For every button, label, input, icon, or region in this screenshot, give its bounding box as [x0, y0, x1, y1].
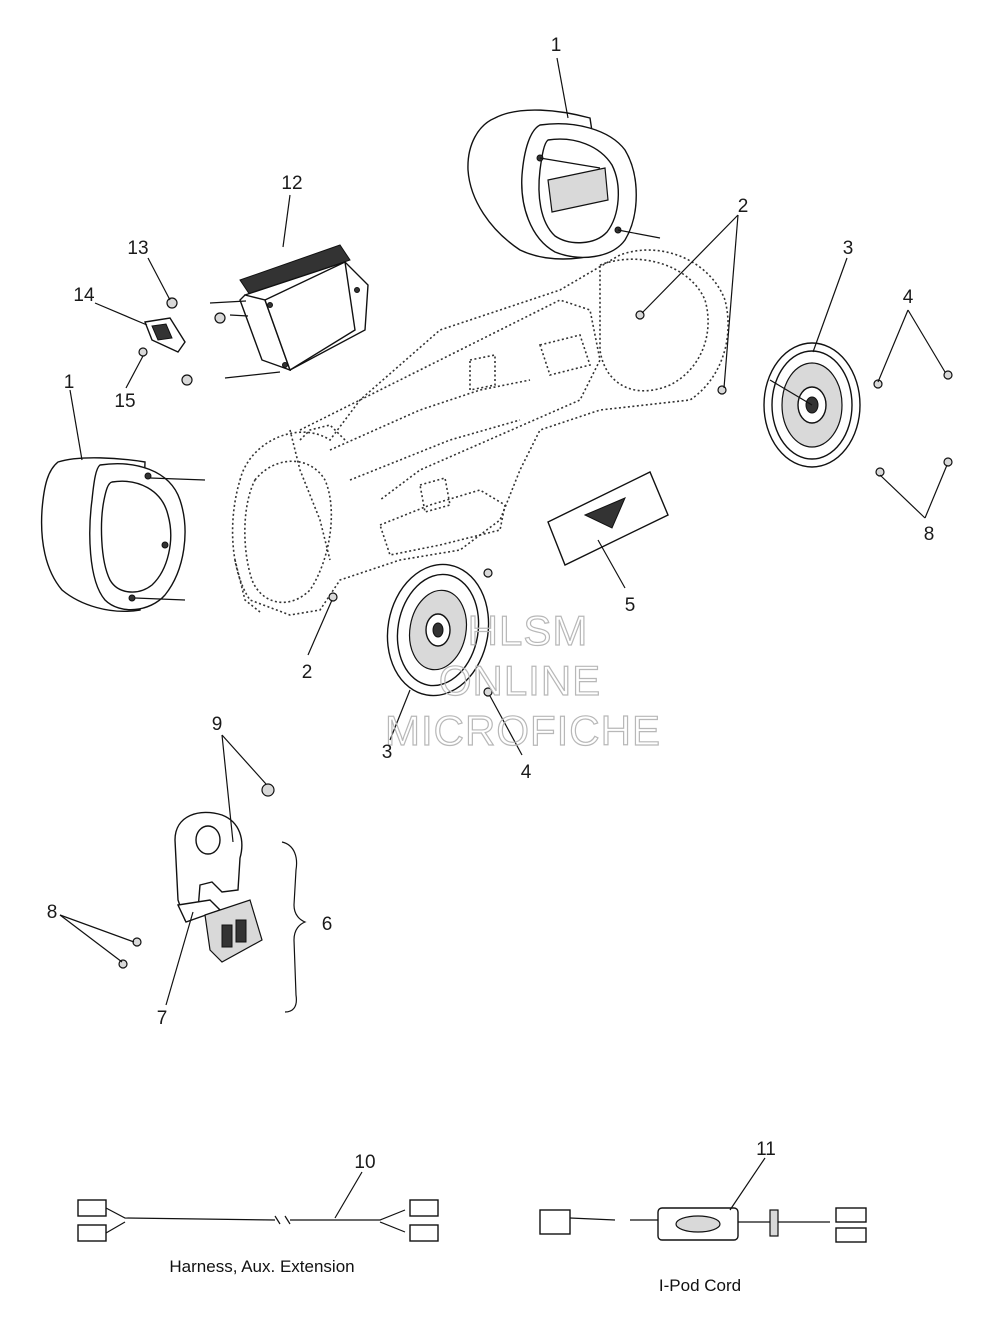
switch-bracket	[174, 811, 307, 1013]
callout-15: 15	[114, 391, 135, 412]
caption-ipod-cord: I-Pod Cord	[659, 1276, 741, 1295]
badge-plate	[547, 471, 669, 566]
bracket-assembly	[138, 297, 226, 386]
callout-4-right: 4	[903, 287, 914, 308]
callout-3-right-speaker: 3	[843, 238, 854, 259]
callout-10-harness: 10	[354, 1152, 375, 1173]
callout-7-bracket: 7	[157, 1008, 168, 1029]
callout-11-ipod: 11	[756, 1139, 776, 1160]
watermark-line-1: HLSM	[468, 607, 589, 654]
callout-8-right: 8	[924, 524, 935, 545]
speaker-pod-left	[40, 457, 206, 612]
ipod-cord	[539, 1207, 867, 1243]
watermark: HLSM ONLINE MICROFICHE	[384, 606, 661, 754]
aux-harness	[77, 1199, 439, 1242]
callout-1-left-pod: 1	[64, 372, 75, 393]
speaker-right	[763, 342, 861, 468]
callout-8-left: 8	[47, 902, 58, 923]
callout-12-amplifier: 12	[281, 173, 302, 194]
watermark-line-3: MICROFICHE	[385, 707, 661, 754]
amplifier	[209, 244, 369, 379]
callout-14: 14	[73, 285, 95, 306]
callout-labels: 1 1 2 2 3 3 4 4 5 6 7 8 8 9 10 11 12 13 …	[47, 35, 935, 1173]
speaker-center	[386, 563, 490, 697]
caption-harness: Harness, Aux. Extension	[169, 1257, 354, 1276]
callout-13: 13	[127, 238, 148, 259]
callout-6-assembly: 6	[322, 914, 333, 935]
callout-3-center-speaker: 3	[382, 742, 393, 763]
callout-2-upper: 2	[738, 196, 749, 217]
callout-1-right-pod: 1	[551, 35, 562, 56]
callout-2-lower: 2	[302, 662, 313, 683]
callout-5-badge: 5	[625, 595, 636, 616]
callout-4-center: 4	[521, 762, 532, 783]
watermark-line-2: ONLINE	[439, 657, 601, 704]
speaker-pod-right	[467, 109, 661, 260]
leader-lines	[59, 57, 948, 1219]
callout-9: 9	[212, 714, 223, 735]
fairing-inner-structure	[231, 249, 729, 616]
